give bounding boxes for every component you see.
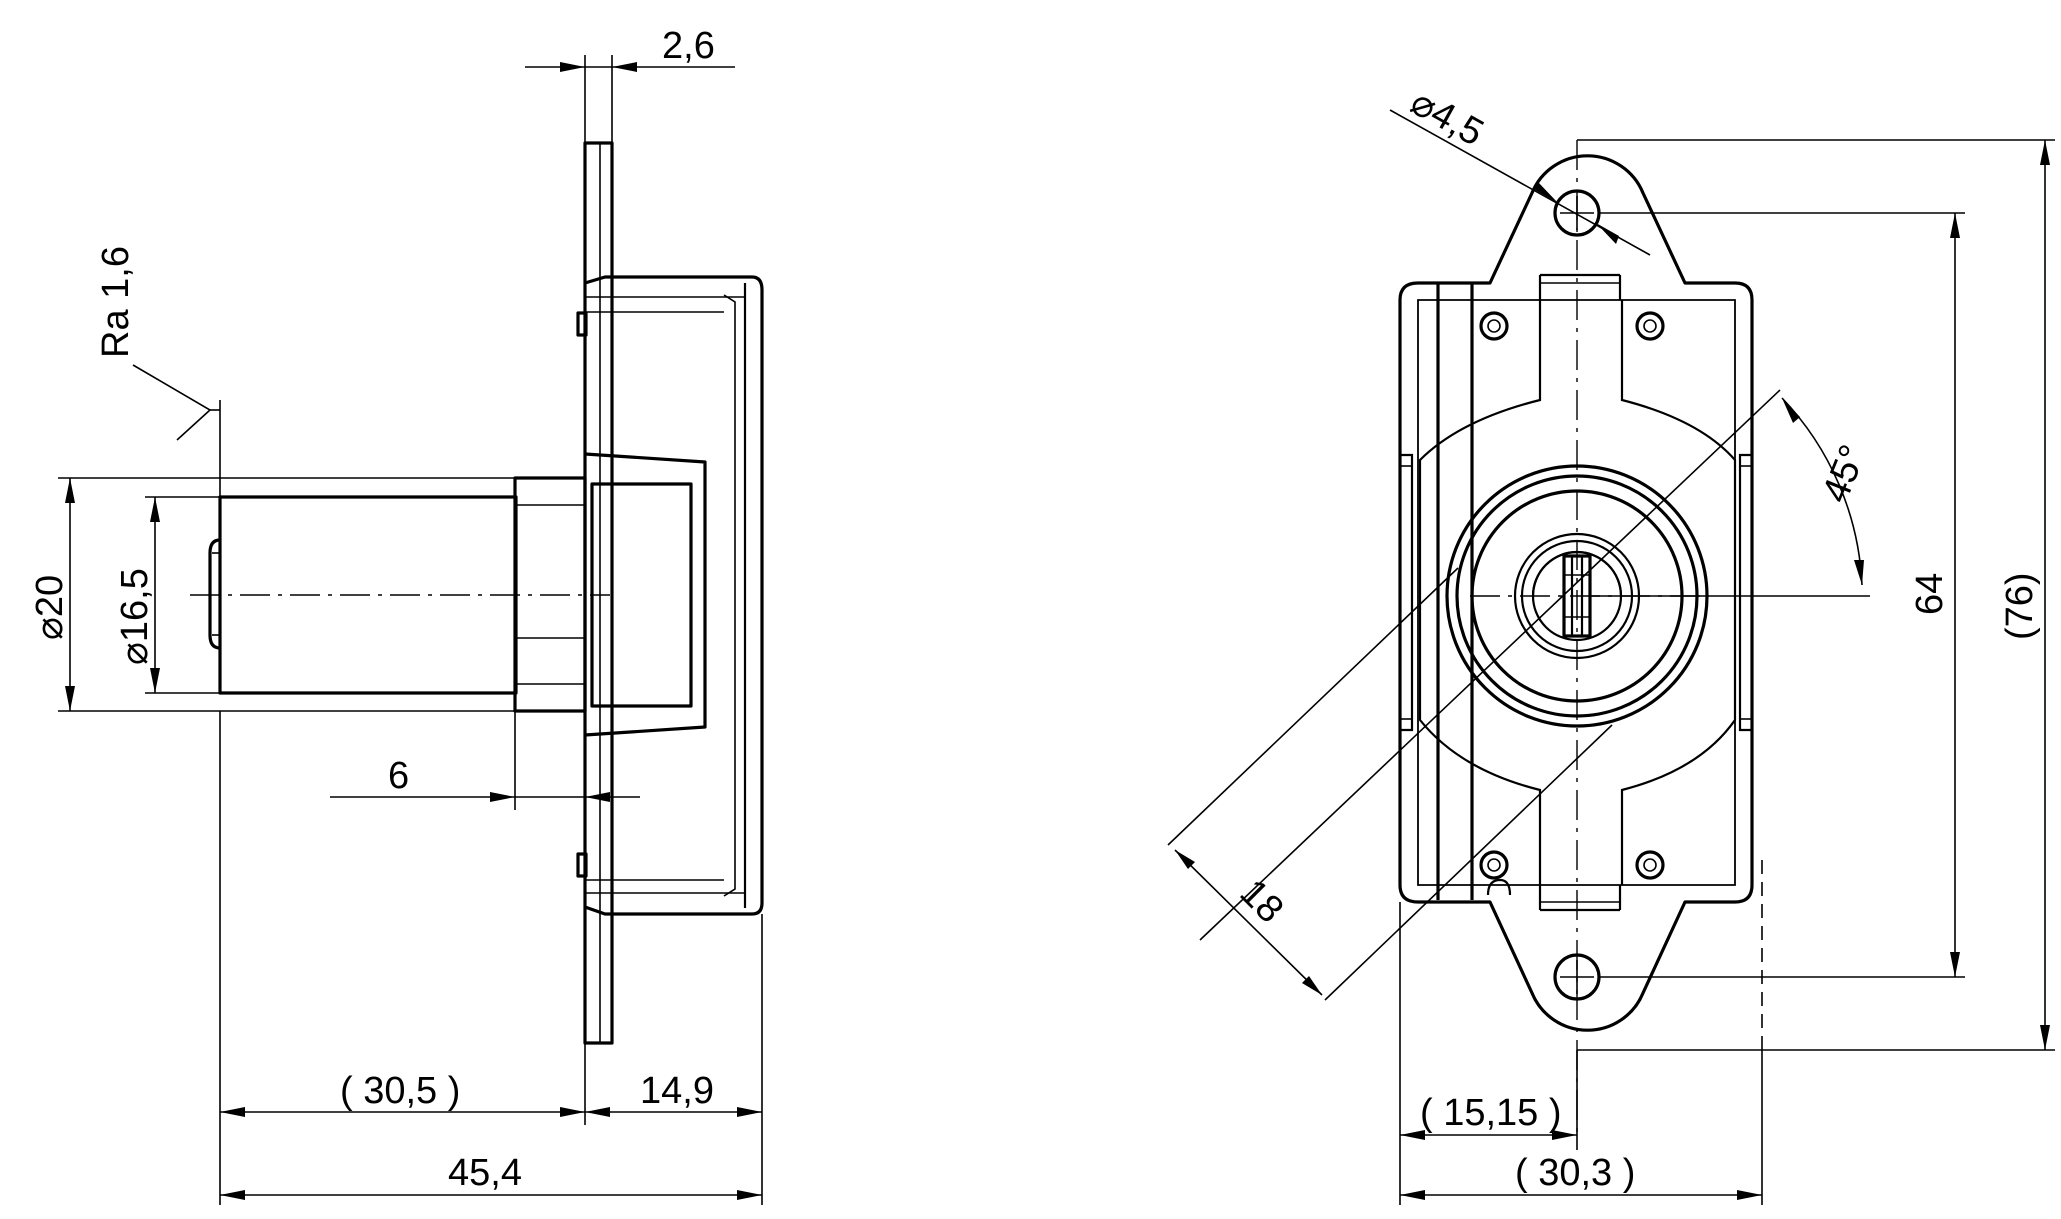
label-flange-thickness: 2,6 (662, 25, 715, 67)
label-cylinder-length: ( 30,5 ) (340, 1070, 460, 1112)
label-roughness: Ra 1,6 (95, 246, 137, 358)
label-hole-diameter: ⌀4,5 (1404, 81, 1491, 154)
front-view: ⌀4,5 64 (76) 45° (1167, 81, 2055, 1205)
cylinder-body (190, 495, 610, 695)
dimension-outer-diameter: ⌀20 (29, 477, 515, 712)
dimension-hole-diameter: ⌀4,5 (1389, 81, 1651, 256)
center-lines (1470, 140, 1763, 1140)
label-total-length: 45,4 (448, 1152, 522, 1194)
label-outer-diameter: ⌀20 (29, 575, 71, 640)
label-diagonal: 18 (1232, 872, 1292, 932)
label-inner-diameter: ⌀16,5 (114, 568, 156, 665)
dimension-shoulder: 6 (330, 711, 640, 810)
dimension-diagonal: 18 (1167, 567, 1613, 1001)
dimension-half-width: ( 15,15 ) (1399, 902, 1578, 1205)
dimension-total-width: ( 30,3 ) (1400, 1050, 1763, 1205)
roughness-symbol: Ra 1,6 (95, 246, 221, 540)
label-total-width: ( 30,3 ) (1515, 1152, 1635, 1194)
central-channel (1418, 273, 1737, 912)
dimension-total-length: 45,4 (220, 1152, 762, 1200)
label-half-width: ( 15,15 ) (1420, 1092, 1562, 1134)
label-shoulder: 6 (388, 755, 409, 797)
housing-body (576, 275, 764, 916)
label-total-height: (76) (1999, 572, 2041, 640)
mounting-plate-outline (1398, 154, 1754, 1032)
dimension-hole-spacing: 64 (1600, 212, 1965, 978)
screw-holes (1479, 311, 1665, 896)
dimension-total-height: (76) (1577, 139, 2055, 1051)
label-housing-depth: 14,9 (640, 1070, 714, 1112)
side-view: 2,6 Ra 1,6 ⌀20 ⌀16,5 (29, 25, 764, 1205)
dimension-cylinder-length: ( 30,5 ) 14,9 (219, 711, 763, 1205)
label-angle: 45° (1814, 439, 1874, 508)
dimension-flange-thickness: 2,6 (525, 25, 735, 143)
dimension-inner-diameter: ⌀16,5 (114, 496, 220, 694)
label-hole-spacing: 64 (1909, 573, 1951, 615)
